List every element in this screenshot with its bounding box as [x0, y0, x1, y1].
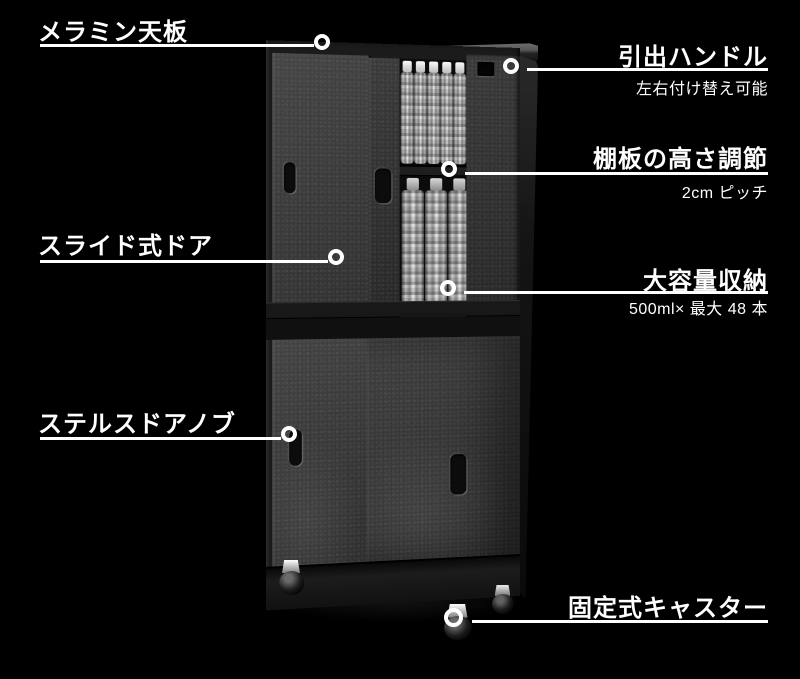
water-bottle	[453, 60, 467, 165]
upper-middle-sliding-door	[368, 57, 400, 318]
caster-bracket	[282, 560, 300, 574]
water-bottle	[401, 177, 425, 318]
bottle-cap	[442, 61, 452, 74]
compartment-base	[399, 312, 467, 318]
bottle-cap	[455, 62, 465, 74]
front-right-stile	[466, 54, 520, 319]
callout-title-shelf-height: 棚板の高さ調節	[593, 146, 768, 173]
water-bottle	[448, 178, 467, 317]
door-handle-recess	[450, 453, 467, 495]
lower-left-sliding-door	[272, 338, 369, 567]
callout-marker-circle	[281, 426, 297, 442]
callout-title-large-capacity: 大容量収納	[643, 268, 768, 295]
caster-front-left	[279, 560, 304, 595]
callout-marker-circle	[444, 608, 463, 627]
caster-wheel	[279, 571, 304, 595]
callout-marker-circle	[314, 34, 330, 50]
door-handle-recess	[283, 162, 296, 194]
callout-line	[40, 437, 281, 440]
bottle-cap	[430, 178, 443, 191]
door-handle-recess	[374, 168, 392, 204]
open-compartment	[399, 58, 467, 318]
callout-title-sliding-door: スライド式ドア	[38, 233, 213, 260]
bottle-cap	[429, 61, 439, 73]
lower-right-sliding-door	[366, 336, 520, 562]
callout-title-fixed-caster: 固定式キャスター	[568, 595, 768, 622]
pull-handle-hole	[477, 61, 495, 77]
bottle-cap	[415, 61, 426, 73]
callout-marker-circle	[441, 161, 457, 177]
callout-title-stealth-knob: ステルスドアノブ	[38, 411, 236, 438]
water-bottle	[400, 59, 414, 165]
callout-line	[464, 291, 768, 294]
bottle-cap	[406, 177, 419, 191]
callout-subtitle-shelf-height: 2cm ピッチ	[681, 185, 768, 202]
water-bottle	[413, 59, 428, 165]
caster-rear-right	[492, 585, 514, 614]
cabinet-front	[265, 40, 520, 611]
callout-line	[527, 68, 768, 71]
callout-marker-circle	[328, 249, 344, 265]
water-bottle	[427, 59, 441, 165]
caster-bracket	[494, 585, 511, 597]
callout-line	[472, 620, 768, 623]
callout-subtitle-pull-handle: 左右付け替え可能	[635, 81, 768, 98]
callout-line	[40, 44, 314, 47]
bottle-cap	[453, 178, 466, 191]
callout-subtitle-large-capacity: 500ml× 最大 48 本	[628, 301, 768, 318]
callout-title-pull-handle: 引出ハンドル	[618, 44, 768, 71]
callout-marker-circle	[503, 58, 519, 74]
upper-left-sliding-door	[272, 52, 371, 322]
callout-marker-circle	[440, 280, 456, 296]
water-bottle	[425, 178, 448, 317]
water-bottle	[440, 60, 454, 165]
caster-wheel	[492, 594, 514, 614]
callout-line	[40, 260, 328, 263]
bottle-cap	[402, 60, 412, 73]
callout-line	[465, 172, 768, 175]
cabinet-right-side-panel	[519, 55, 538, 598]
callout-title-melamine-top: メラミン天板	[38, 19, 188, 46]
